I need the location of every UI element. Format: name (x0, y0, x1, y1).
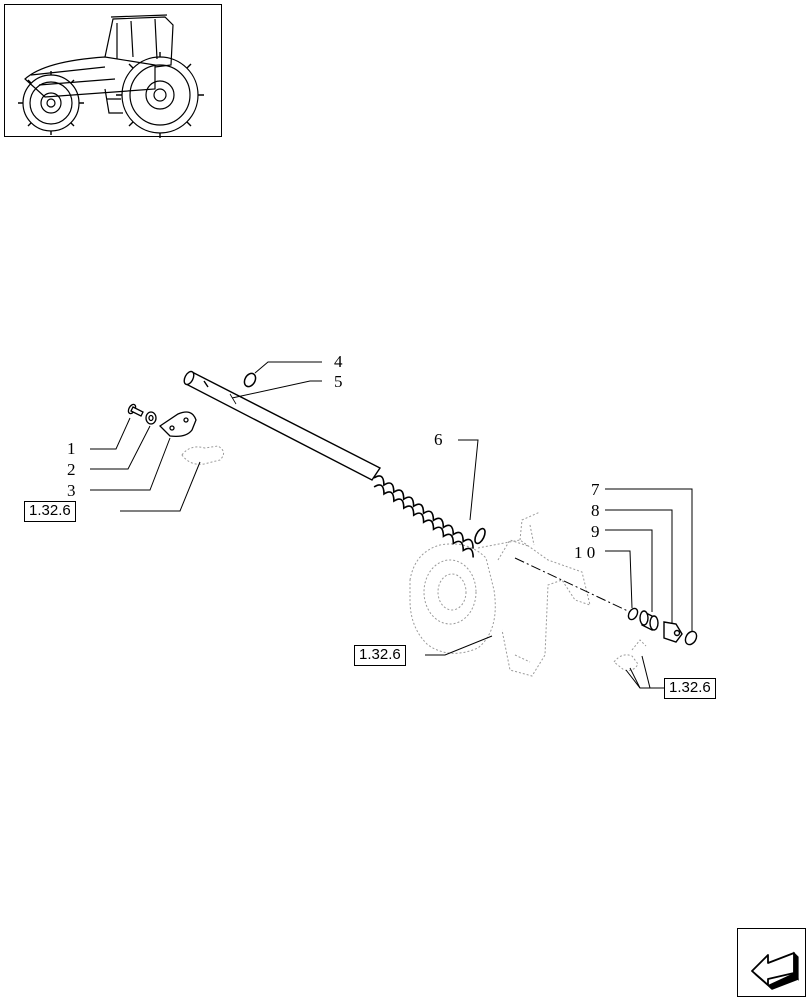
leader-lines (90, 361, 693, 689)
callout-8: 8 (591, 501, 600, 520)
axis-line (514, 557, 631, 613)
callout-7: 7 (591, 480, 600, 499)
reference-link-right[interactable]: 1.32.6 (664, 678, 716, 699)
callout-6: 6 (434, 430, 443, 449)
bolt-washer-plate (127, 403, 197, 438)
reference-link-left[interactable]: 1.32.6 (24, 501, 76, 522)
callout-5: 5 (334, 372, 343, 391)
spring-part (373, 475, 486, 558)
tractor-thumbnail (4, 4, 222, 138)
housing-ghost (181, 445, 647, 677)
callout-10: 1 0 (574, 543, 596, 562)
callout-4: 4 (334, 352, 343, 371)
back-navigation-button[interactable] (737, 928, 806, 997)
o-ring-part (243, 372, 257, 388)
small-parts-7-10 (627, 607, 698, 646)
callout-1: 1 (67, 439, 76, 458)
callout-9: 9 (591, 522, 600, 541)
shaft-part (183, 370, 382, 481)
tractor-icon (18, 14, 204, 138)
callout-3: 3 (67, 481, 76, 500)
back-arrow-icon (751, 951, 799, 990)
reference-link-center[interactable]: 1.32.6 (354, 645, 406, 666)
callout-2: 2 (67, 460, 76, 479)
